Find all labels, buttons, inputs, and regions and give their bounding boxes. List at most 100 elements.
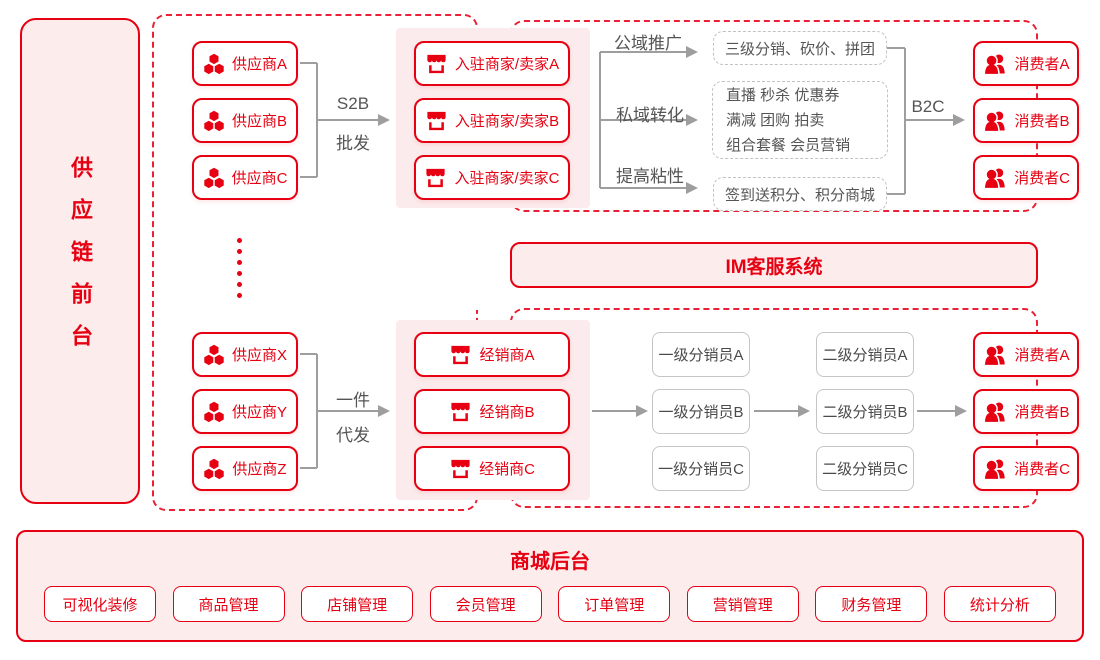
dealer-node: 经销商A [414, 332, 570, 377]
merchant-node: 入驻商家/卖家A [414, 41, 570, 86]
consumer-node: 消费者A [973, 41, 1079, 86]
storefront-icon [449, 457, 472, 480]
backend-button-member: 会员管理 [429, 586, 542, 622]
supplier-label: 供应商X [231, 347, 287, 364]
private-conversion-box: 直播 秒杀 优惠券 满减 团购 拍卖 组合套餐 会员营销 [712, 81, 888, 159]
level2-distributor-label: 二级分销员A [822, 347, 908, 364]
hexagon-cluster-icon [203, 110, 225, 132]
merchant-label: 入驻商家/卖家A [454, 56, 560, 73]
users-icon [982, 456, 1007, 481]
level2-distributor-node: 二级分销员B [816, 389, 914, 434]
dealer-label: 经销商A [479, 347, 535, 364]
im-service-bar: IM客服系统 [510, 242, 1038, 288]
dealer-node: 经销商B [414, 389, 570, 434]
users-icon [982, 342, 1007, 367]
dealer-node: 经销商C [414, 446, 570, 491]
flow-arrow [592, 405, 648, 417]
merchant-label: 入驻商家/卖家C [454, 170, 560, 187]
supplier-label: 供应商A [231, 56, 287, 73]
supplier-label: 供应商Y [231, 404, 287, 421]
hexagon-cluster-icon [203, 53, 225, 75]
dropship-label-line1: 一件 [336, 391, 370, 410]
ellipsis-dots [237, 238, 242, 298]
public-promo-box: 三级分销、砍价、拼团 [713, 31, 887, 65]
wholesale-label: 批发 [336, 134, 370, 153]
frame-mask [470, 206, 486, 310]
private-conversion-line: 组合套餐 会员营销 [726, 136, 851, 154]
dealer-label: 经销商C [479, 461, 535, 478]
users-icon [982, 399, 1007, 424]
backend-button-marketing: 营销管理 [686, 586, 799, 622]
frontend-banner-title: 供应链前台 [68, 156, 93, 366]
backend-button-decorate: 可视化装修 [44, 586, 156, 622]
backend-panel-title: 商城后台 [510, 551, 590, 573]
dealer-label: 经销商B [479, 404, 535, 421]
private-conversion-line: 直播 秒杀 优惠券 [726, 86, 840, 104]
backend-button-stats: 统计分析 [943, 586, 1056, 622]
branch-label: 提高粘性 [616, 167, 684, 186]
backend-button-goods: 商品管理 [172, 586, 285, 622]
storefront-icon [425, 52, 448, 75]
consumer-label: 消费者A [1014, 347, 1070, 364]
im-service-label: IM客服系统 [725, 256, 823, 278]
storefront-icon [424, 166, 447, 189]
level2-distributor-node: 二级分销员A [816, 332, 914, 377]
supplier-label: 供应商B [231, 113, 287, 130]
level1-distributor-label: 一级分销员A [658, 347, 744, 364]
supplier-node: 供应商Z [192, 446, 298, 491]
merchant-node: 入驻商家/卖家B [414, 98, 570, 143]
level1-distributor-label: 一级分销员C [658, 461, 744, 478]
level1-distributor-node: 一级分销员B [652, 389, 750, 434]
backend-button-shop: 店铺管理 [301, 586, 414, 622]
level2-distributor-node: 二级分销员C [816, 446, 914, 491]
backend-panel: 商城后台 可视化装修 商品管理 店铺管理 会员管理 订单管理 营销管理 财务管理… [16, 530, 1084, 642]
dropship-bracket-arrow [300, 353, 390, 469]
supplier-node: 供应商Y [192, 389, 298, 434]
consumer-label: 消费者C [1014, 170, 1070, 187]
users-icon [982, 51, 1007, 76]
s2b-label: S2B [336, 94, 370, 113]
backend-button-finance: 财务管理 [815, 586, 928, 622]
supplier-node: 供应商A [192, 41, 298, 86]
public-promo-text: 三级分销、砍价、拼团 [724, 40, 875, 58]
consumer-node: 消费者C [973, 446, 1079, 491]
hexagon-cluster-icon [203, 458, 225, 480]
flow-arrow [754, 405, 810, 417]
level2-distributor-label: 二级分销员B [822, 404, 908, 421]
hexagon-cluster-icon [203, 344, 225, 366]
branch-label: 公域推广 [614, 34, 682, 53]
hexagon-cluster-icon [203, 401, 225, 423]
hexagon-cluster-icon [203, 167, 225, 189]
storefront-icon [449, 400, 472, 423]
supplier-label: 供应商C [231, 170, 288, 187]
stickiness-box: 签到送积分、积分商城 [713, 177, 887, 211]
consumer-label: 消费者B [1014, 113, 1070, 130]
storefront-icon [449, 343, 472, 366]
backend-button-row: 可视化装修 商品管理 店铺管理 会员管理 订单管理 营销管理 财务管理 统计分析 [18, 586, 1082, 622]
consumer-node: 消费者C [973, 155, 1079, 200]
consumer-label: 消费者C [1014, 461, 1070, 478]
consumer-node: 消费者B [973, 98, 1079, 143]
b2c-bracket-arrow [887, 47, 965, 195]
merchant-label: 入驻商家/卖家B [454, 113, 560, 130]
dropship-label-line2: 代发 [336, 426, 370, 445]
level2-distributor-label: 二级分销员C [822, 461, 908, 478]
s2b-bracket-arrow [300, 62, 390, 178]
frontend-banner: 供应链前台 [20, 18, 140, 504]
consumer-node: 消费者B [973, 389, 1079, 434]
consumer-label: 消费者A [1014, 56, 1070, 73]
consumer-node: 消费者A [973, 332, 1079, 377]
stickiness-text: 签到送积分、积分商城 [724, 186, 875, 204]
supplier-node: 供应商X [192, 332, 298, 377]
backend-button-order: 订单管理 [558, 586, 671, 622]
users-icon [982, 108, 1007, 133]
supplier-node: 供应商C [192, 155, 298, 200]
branch-arrows [599, 46, 698, 194]
consumer-label: 消费者B [1014, 404, 1070, 421]
level1-distributor-node: 一级分销员A [652, 332, 750, 377]
level1-distributor-label: 一级分销员B [658, 404, 744, 421]
storefront-icon [425, 109, 448, 132]
flow-arrow [917, 405, 967, 417]
supplier-label: 供应商Z [232, 461, 287, 478]
